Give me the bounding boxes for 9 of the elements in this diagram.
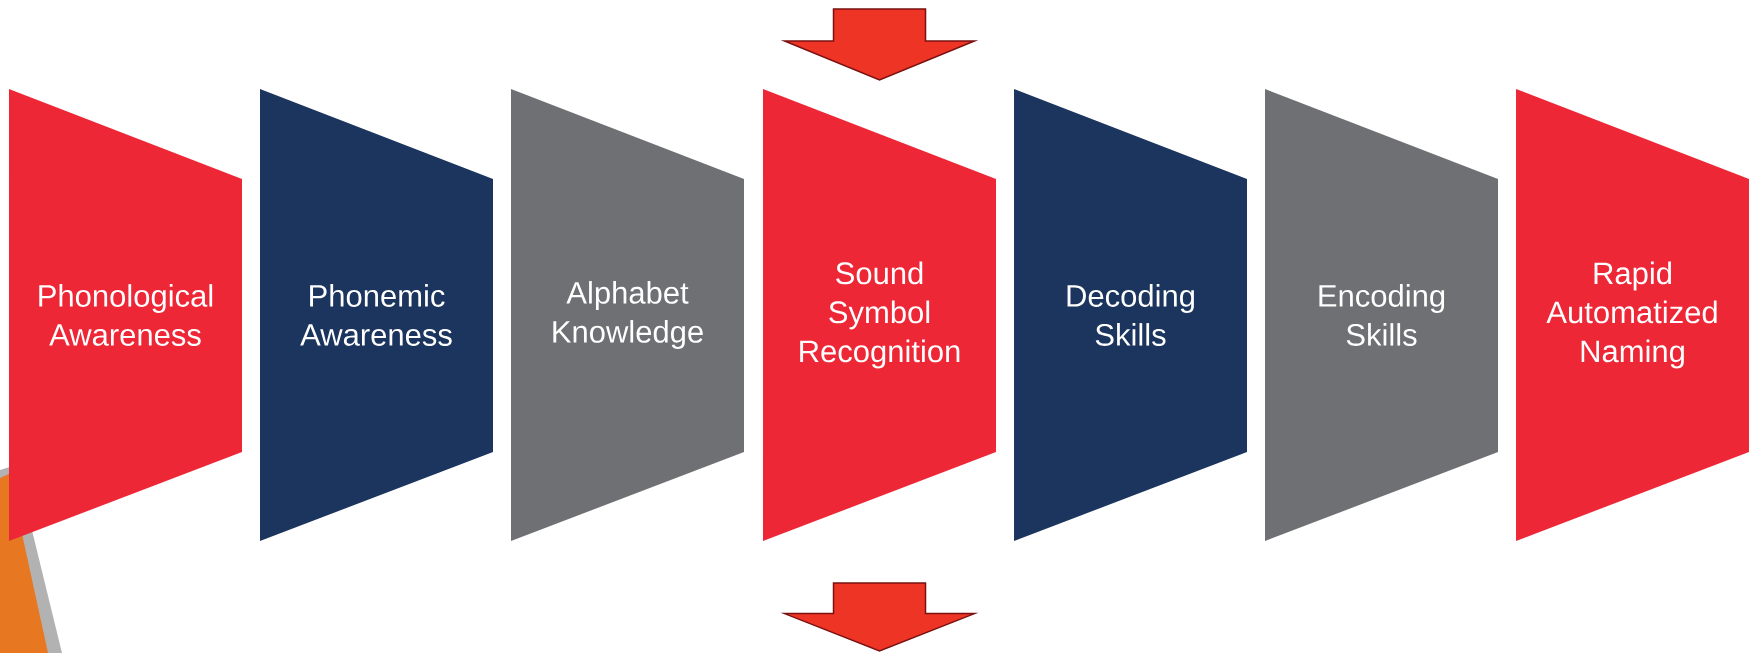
block-arrow: [780, 8, 979, 81]
trapezoid-box: Decoding Skills: [1014, 89, 1247, 541]
trapezoid-box: Phonemic Awareness: [260, 89, 493, 541]
trapezoid-box: Alphabet Knowledge: [511, 89, 744, 541]
trapezoid-box: Sound Symbol Recognition: [763, 89, 996, 541]
trapezoid-box: Encoding Skills: [1265, 89, 1498, 541]
block-arrow: [780, 582, 979, 652]
trapezoid-box: Phonological Awareness: [9, 89, 242, 541]
trapezoid-box: Rapid Automatized Naming: [1516, 89, 1749, 541]
